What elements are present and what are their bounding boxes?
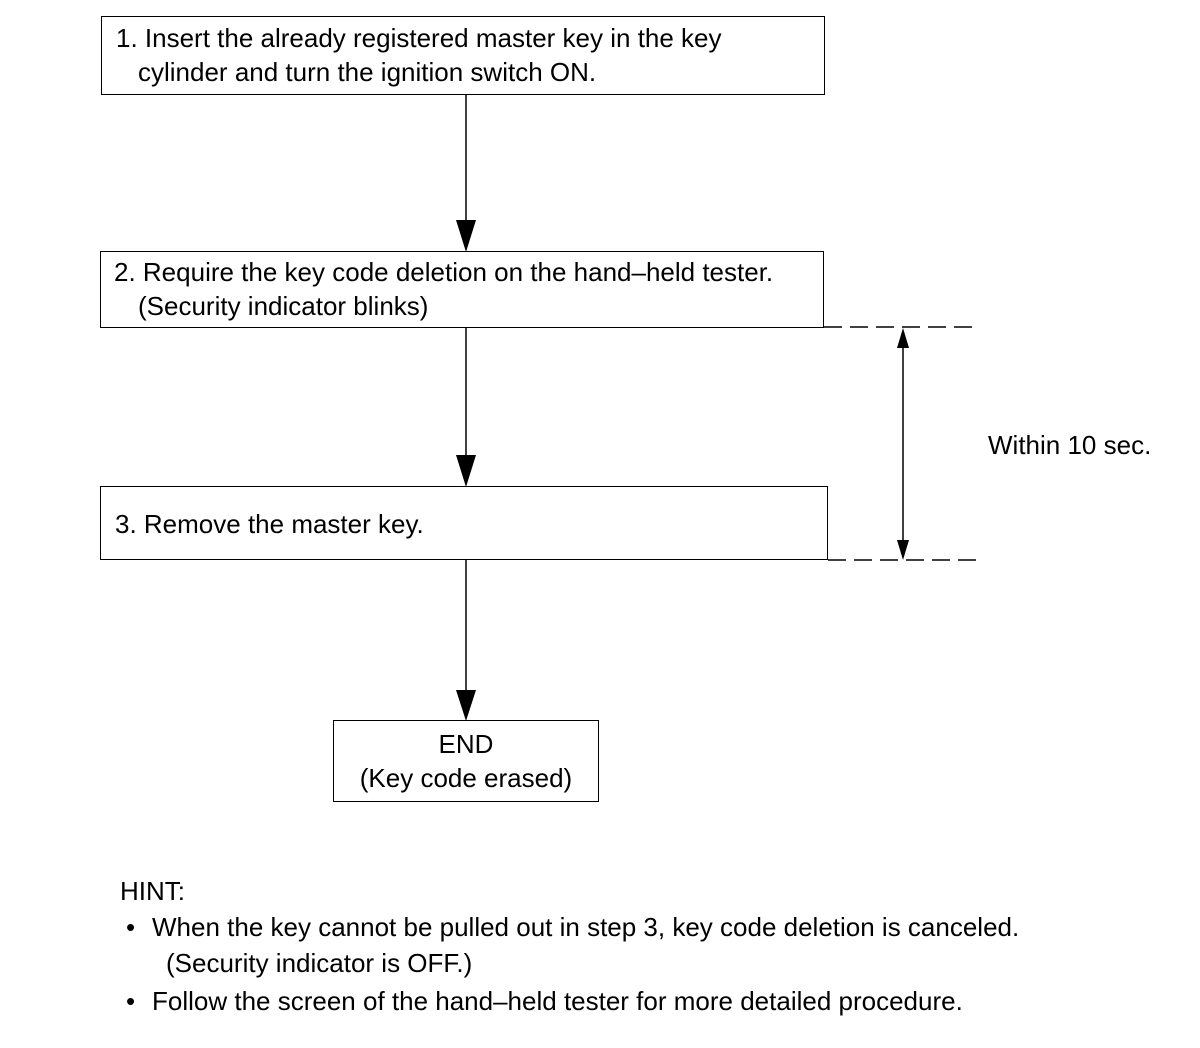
step-1-box: 1. Insert the already registered master …	[101, 16, 825, 95]
arrowhead-step2	[456, 220, 476, 252]
step-3-line-1: 3. Remove the master key.	[115, 509, 424, 539]
hint-item: • Follow the screen of the hand–held tes…	[120, 983, 1019, 1019]
step-2-line-1: 2. Require the key code deletion on the …	[114, 257, 774, 287]
bullet-icon: •	[126, 912, 136, 942]
hint-title: HINT:	[120, 876, 185, 906]
step-1-line-1: 1. Insert the already registered master …	[116, 23, 722, 53]
step-3-box: 3. Remove the master key.	[100, 486, 828, 560]
hint-section: HINT: • When the key cannot be pulled ou…	[120, 873, 1019, 1019]
end-line-1: END	[438, 729, 494, 759]
step-1-line-2: cylinder and turn the ignition switch ON…	[138, 57, 597, 87]
step-2-box: 2. Require the key code deletion on the …	[100, 251, 824, 328]
timing-label: Within 10 sec.	[988, 430, 1152, 460]
arrowhead-end	[456, 690, 476, 721]
hint-item-text: When the key cannot be pulled out in ste…	[152, 912, 1020, 942]
bullet-icon: •	[126, 986, 136, 1016]
hint-item-text: Follow the screen of the hand–held teste…	[152, 986, 963, 1016]
arrowhead-step3	[456, 455, 476, 487]
hint-item-subtext: (Security indicator is OFF.)	[166, 948, 473, 978]
timing-arrowhead-down	[897, 540, 909, 560]
step-2-line-2: (Security indicator blinks)	[138, 291, 429, 321]
hint-item: • When the key cannot be pulled out in s…	[120, 909, 1019, 981]
end-box: END (Key code erased)	[333, 720, 599, 802]
end-line-2: (Key code erased)	[359, 763, 573, 793]
timing-arrowhead-up	[897, 328, 909, 348]
